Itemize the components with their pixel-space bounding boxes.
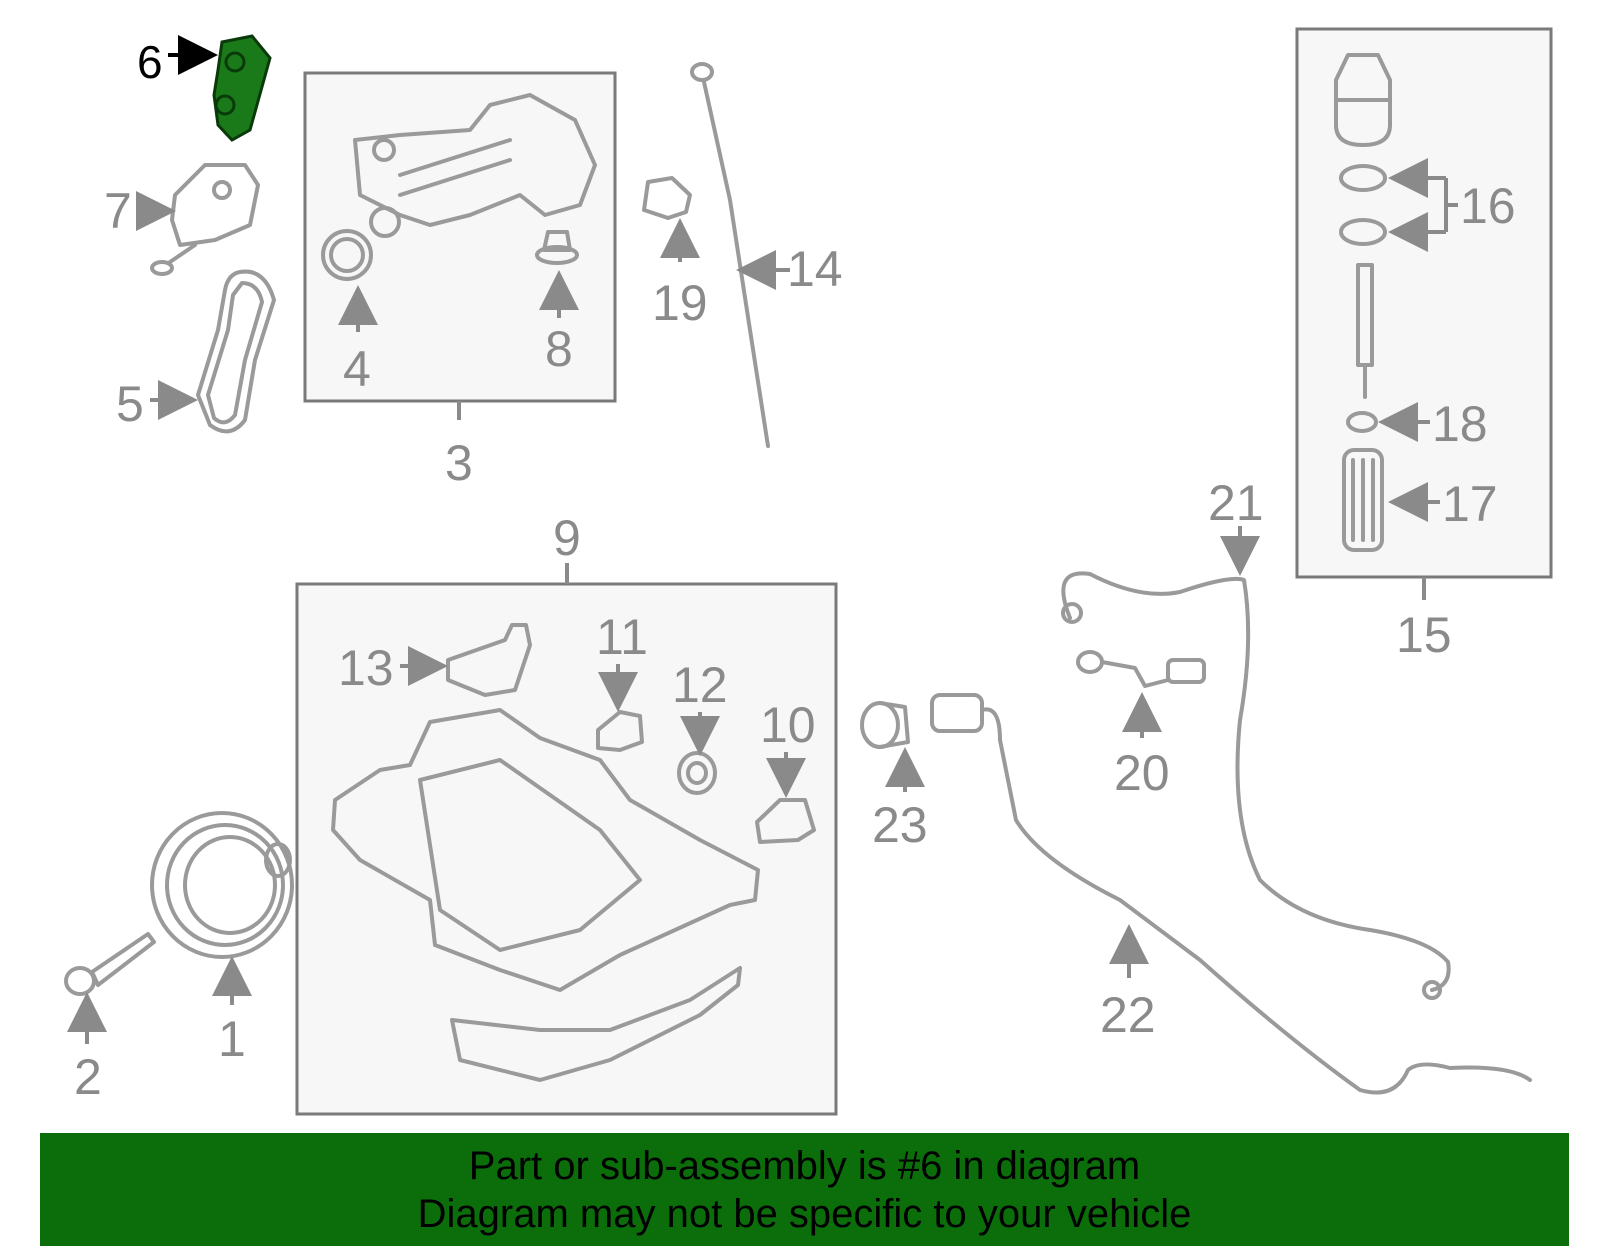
callout-12: 12 [672,657,728,713]
callout-4: 4 [343,341,371,397]
parts-diagram: 6 7 5 4 8 3 19 14 [64,27,1553,1116]
part-1-pulley [150,811,294,959]
callout-18: 18 [1432,396,1488,452]
part-16 [1339,164,1387,246]
callout-9: 9 [553,510,581,566]
part-19 [642,176,692,220]
group-box-9 [295,582,838,1116]
part-15-oil-filter-housing [1334,53,1392,147]
group-box-3 [303,71,617,403]
banner-line-1: Part or sub-assembly is #6 in diagram [468,1143,1141,1188]
callout-22: 22 [1100,987,1156,1043]
part-2-bolt [64,932,156,996]
part-9-oil-pan [331,708,760,1082]
part-22-harness [930,693,1532,1095]
part-13 [446,623,532,697]
part-23 [860,701,910,749]
group-box-15 [1295,27,1553,579]
callout-14: 14 [787,241,843,297]
bracket-16 [1444,178,1458,232]
callout-7: 7 [104,183,132,239]
callout-17: 17 [1442,476,1498,532]
part-8 [535,230,579,265]
part-5 [196,269,276,434]
callout-3: 3 [445,435,473,491]
part-7 [150,163,260,276]
part-21-harness [1061,571,1451,1000]
callout-1: 1 [218,1011,246,1067]
info-banner: Part or sub-assembly is #6 in diagram Di… [40,1133,1569,1246]
part-3-oil-pump [353,93,597,238]
part-15-valve [1356,263,1374,399]
part-4 [321,229,373,281]
part-18 [1346,411,1378,433]
callout-5: 5 [116,376,144,432]
part-14-dipstick [690,62,770,448]
callout-8: 8 [545,321,573,377]
callout-15: 15 [1396,607,1452,663]
callout-2: 2 [74,1049,102,1105]
callout-23: 23 [872,797,928,853]
callout-6: 6 [137,36,163,88]
part-11 [596,710,644,752]
callout-16: 16 [1460,178,1516,234]
part-6-highlighted[interactable] [212,34,272,142]
callout-11: 11 [596,609,648,665]
callout-13: 13 [338,640,394,696]
callout-19: 19 [652,275,708,331]
callout-21: 21 [1208,475,1264,531]
part-17 [1342,448,1384,552]
callout-20: 20 [1114,745,1170,801]
banner-line-2: Diagram may not be specific to your vehi… [417,1191,1192,1236]
part-20-sensor [1076,650,1206,688]
part-10 [755,798,816,844]
callout-10: 10 [760,697,816,753]
